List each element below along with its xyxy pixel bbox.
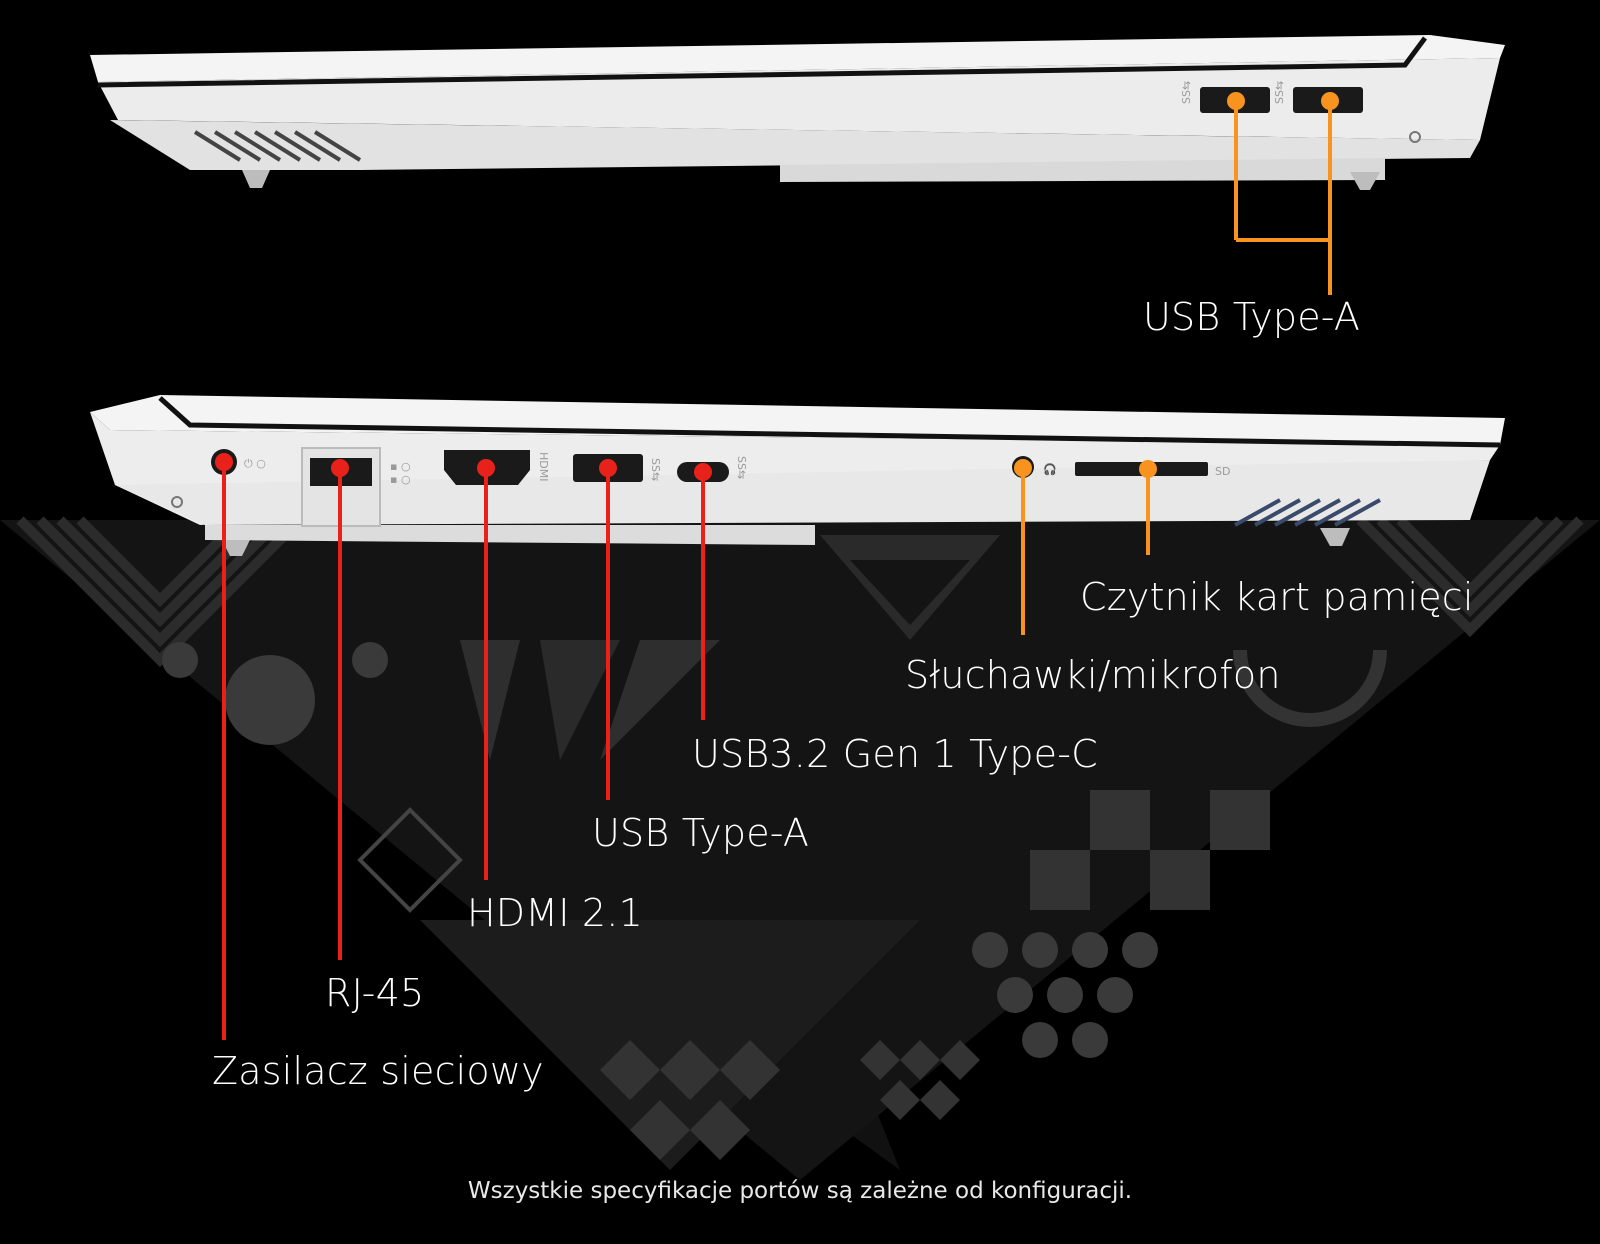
lock-slot-icon-left	[171, 496, 183, 508]
label-audio-jack: Słuchawki/mikrofon	[905, 653, 1281, 697]
footnote: Wszystkie specyfikacje portów są zależne…	[467, 1178, 1133, 1204]
callout-dot-power	[215, 453, 233, 471]
callout-dot-sd	[1139, 460, 1157, 478]
svg-text:SS⇆: SS⇆	[1180, 81, 1193, 104]
callout-dot-usb-a-1	[1227, 92, 1245, 110]
svg-text:▪ ○: ▪ ○	[390, 473, 411, 486]
svg-text:SS⇆: SS⇆	[649, 458, 662, 481]
label-usb-c: USB3.2 Gen 1 Type-C	[692, 732, 1098, 776]
label-rj45: RJ-45	[325, 971, 425, 1015]
callout-dot-usb-a-2	[1321, 92, 1339, 110]
callout-dot-hdmi	[477, 459, 495, 477]
callout-dot-usb-a	[599, 459, 617, 477]
svg-text:SS⇆: SS⇆	[735, 456, 748, 479]
label-usb-a-right: USB Type-A	[1143, 295, 1361, 339]
headphone-icon: 🎧	[1043, 463, 1057, 476]
lock-slot-icon	[1409, 131, 1421, 143]
label-power: Zasilacz sieciowy	[212, 1049, 544, 1093]
top-callouts	[1234, 100, 1332, 295]
vent-grille	[193, 130, 362, 162]
svg-text:SS⇆: SS⇆	[1273, 81, 1286, 104]
bottom-callout-lines	[222, 462, 1150, 1040]
callout-dot-usb-c	[694, 463, 712, 481]
callout-dot-audio	[1014, 459, 1032, 477]
callout-dot-rj45	[331, 459, 349, 477]
label-sd-reader: Czytnik kart pamięci	[1080, 575, 1474, 619]
svg-text:⏻ ○: ⏻ ○	[244, 457, 266, 470]
sd-mark: SD	[1215, 465, 1230, 478]
label-hdmi: HDMI 2.1	[467, 891, 643, 935]
laptop-right-side: SS⇆ SS⇆	[90, 35, 1505, 190]
vent-grille-left	[1234, 498, 1381, 527]
svg-text:HDMI: HDMI	[537, 452, 550, 481]
label-usb-a-left: USB Type-A	[592, 811, 810, 855]
svg-text:▪ ○: ▪ ○	[390, 460, 411, 473]
